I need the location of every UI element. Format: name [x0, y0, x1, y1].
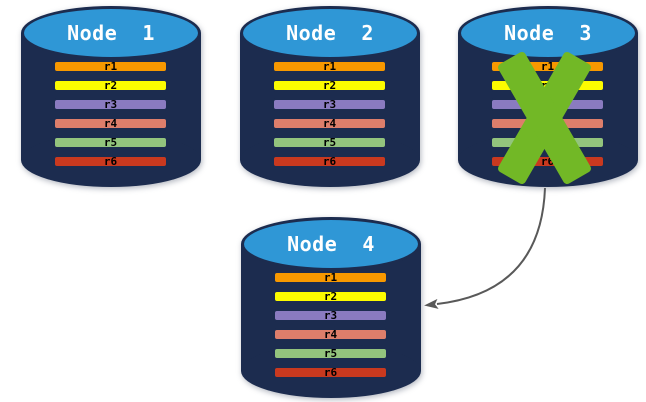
replica-bar-label: r6	[322, 155, 337, 168]
replica-bar-label: r3	[323, 309, 338, 322]
replica-bar-r5: r5	[273, 347, 388, 360]
replica-bar-label: r2	[322, 79, 337, 92]
node-2-replica-stack: r1 r2 r3 r4 r5 r6	[272, 60, 387, 168]
node-4: Node 4 r1 r2 r3 r4 r5 r6	[241, 217, 421, 398]
node-1-replica-stack: r1 r2 r3 r4 r5 r6	[53, 60, 168, 168]
replica-bar-label: r6	[323, 366, 338, 379]
node-3-title: Node 3	[504, 21, 592, 45]
replica-bar-r2: r2	[53, 79, 168, 92]
replica-bar-label: r6	[103, 155, 118, 168]
replica-bar-label: r3	[103, 98, 118, 111]
replica-bar-label: r1	[540, 60, 555, 73]
replica-bar-r2: r2	[272, 79, 387, 92]
replica-bar-r5: r5	[53, 136, 168, 149]
node-4-cylinder-top: Node 4	[241, 217, 421, 271]
replica-bar-r1: r1	[272, 60, 387, 73]
node-4-replica-stack: r1 r2 r3 r4 r5 r6	[273, 271, 388, 379]
replica-bar-r6: r6	[53, 155, 168, 168]
replica-bar-label: r4	[322, 117, 337, 130]
replica-bar-label: r2	[323, 290, 338, 303]
replica-bar-label: r4	[103, 117, 118, 130]
node-1: Node 1 r1 r2 r3 r4 r5 r6	[21, 6, 201, 187]
replica-bar-r1: r1	[53, 60, 168, 73]
replica-bar-r2: r2	[273, 290, 388, 303]
node-4-title: Node 4	[287, 232, 375, 256]
replica-bar-label: r5	[322, 136, 337, 149]
replica-bar-r6: r6	[272, 155, 387, 168]
failover-arrow-path	[424, 187, 546, 309]
replica-bar-label: r1	[103, 60, 118, 73]
replica-bar-label: r3	[322, 98, 337, 111]
replica-bar-label: r2	[103, 79, 118, 92]
replica-bar-label: r4	[323, 328, 338, 341]
replica-bar-r4: r4	[53, 117, 168, 130]
replica-bar-label: r1	[323, 271, 338, 284]
node-2: Node 2 r1 r2 r3 r4 r5 r6	[240, 6, 420, 187]
replica-bar-r4: r4	[273, 328, 388, 341]
replica-bar-label: r5	[103, 136, 118, 149]
replica-bar-r1: r1	[273, 271, 388, 284]
node-2-cylinder-top: Node 2	[240, 6, 420, 60]
replica-bar-label: r1	[322, 60, 337, 73]
node-3-cylinder-top: Node 3	[458, 6, 638, 60]
replica-bar-r3: r3	[273, 309, 388, 322]
node-1-cylinder-top: Node 1	[21, 6, 201, 60]
replica-bar-r5: r5	[272, 136, 387, 149]
replica-bar-r4: r4	[272, 117, 387, 130]
node-1-title: Node 1	[67, 21, 155, 45]
replica-bar-r6: r6	[273, 366, 388, 379]
failure-x-icon	[458, 6, 638, 187]
node-2-title: Node 2	[286, 21, 374, 45]
replica-bar-label: r5	[323, 347, 338, 360]
replica-bar-label: r6	[540, 155, 555, 168]
replica-bar-r3: r3	[272, 98, 387, 111]
replica-bar-r3: r3	[53, 98, 168, 111]
